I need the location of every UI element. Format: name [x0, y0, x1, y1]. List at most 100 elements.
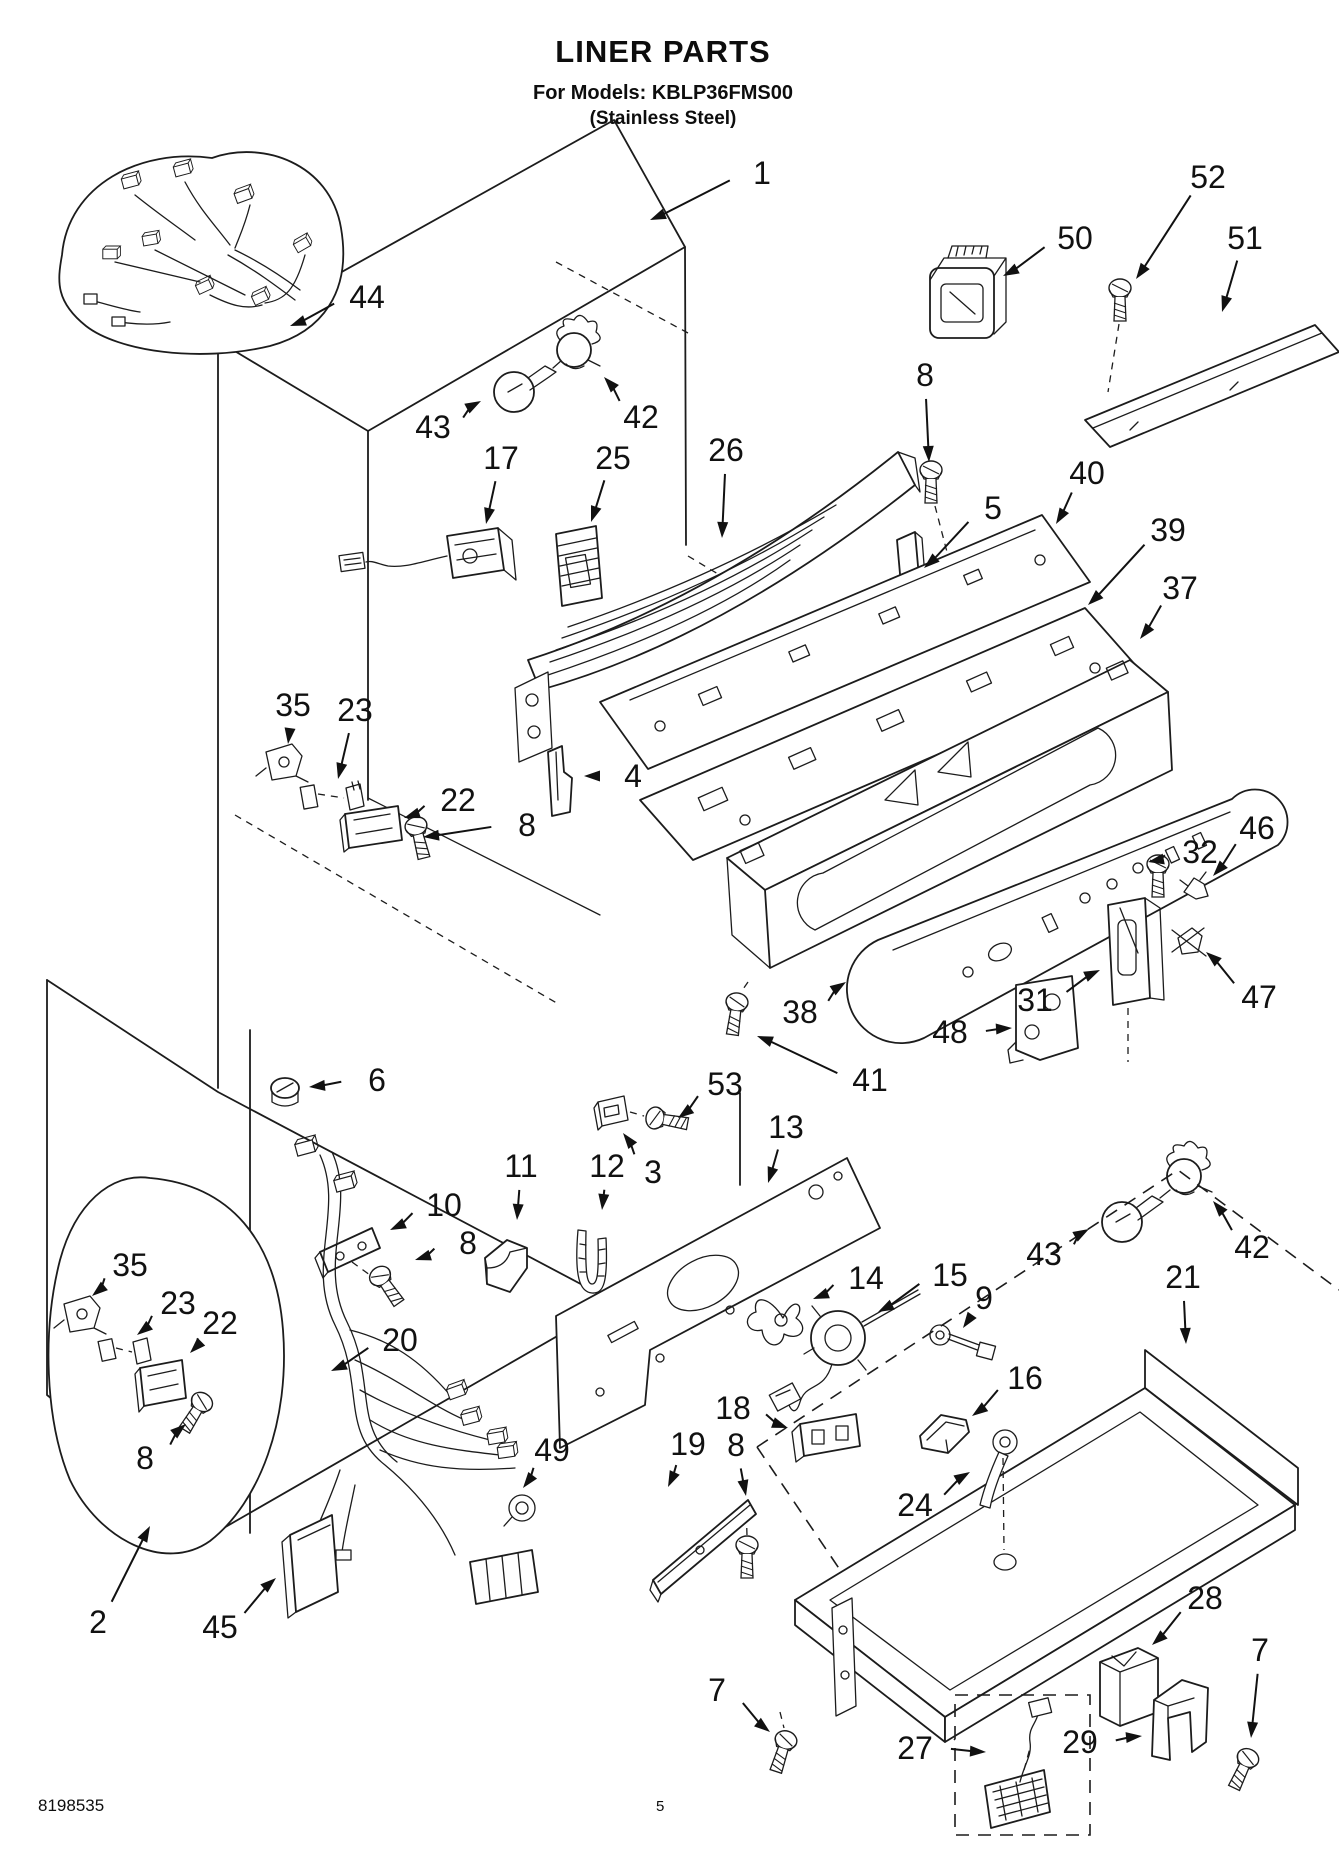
callout-label-5: 5	[984, 490, 1002, 526]
callout-label-21: 21	[1165, 1259, 1201, 1295]
callout-label-41: 41	[852, 1062, 888, 1098]
callout-label-9: 9	[975, 1280, 993, 1316]
callout-23: 23	[336, 692, 373, 779]
connector-23-bottom	[97, 1337, 152, 1365]
screw-7-right	[1223, 1744, 1263, 1794]
callout-label-19: 19	[670, 1426, 706, 1462]
clip-46	[1179, 871, 1209, 900]
callout-7: 7	[1247, 1632, 1269, 1738]
callout-44: 44	[290, 279, 385, 326]
light-bulb-43-top	[493, 359, 563, 413]
callout-label-53: 53	[707, 1066, 743, 1102]
callout-label-2: 2	[89, 1604, 107, 1640]
clip-29	[1151, 1679, 1209, 1761]
callout-6: 6	[309, 1062, 386, 1098]
callout-label-12: 12	[589, 1148, 625, 1184]
callout-label-8: 8	[136, 1440, 154, 1476]
block-28	[1099, 1647, 1159, 1727]
wire-harness-20	[293, 1134, 539, 1605]
tube-24	[979, 1429, 1018, 1551]
callout-24: 24	[897, 1472, 970, 1523]
callout-label-24: 24	[897, 1487, 933, 1523]
document-number: 8198535	[38, 1796, 105, 1815]
grille-strip-26	[514, 451, 921, 763]
callout-47: 47	[1206, 952, 1277, 1015]
callout-37: 37	[1140, 570, 1198, 639]
screw-41	[720, 981, 750, 1037]
clip-3	[593, 1095, 645, 1131]
callout-label-44: 44	[349, 279, 385, 315]
callout-label-13: 13	[768, 1109, 804, 1145]
latch-31	[1107, 897, 1165, 1062]
callout-label-42: 42	[623, 399, 659, 435]
callout-23: 23	[137, 1285, 196, 1335]
callout-label-26: 26	[708, 432, 744, 468]
callout-25: 25	[591, 440, 631, 522]
callout-label-8: 8	[518, 807, 536, 843]
callout-14: 14	[813, 1260, 884, 1299]
bracket-48	[1007, 975, 1079, 1064]
callout-43: 43	[415, 401, 481, 445]
clip-47	[1171, 927, 1207, 957]
callout-22: 22	[404, 782, 476, 819]
callout-label-39: 39	[1150, 512, 1186, 548]
cover-panel-51	[1084, 324, 1339, 448]
callout-4: 4	[584, 758, 642, 794]
connector-23-mid	[299, 780, 365, 811]
callout-label-40: 40	[1069, 455, 1105, 491]
callout-label-27: 27	[897, 1730, 933, 1766]
wire-harness-44	[83, 158, 314, 327]
callout-42: 42	[604, 377, 659, 435]
callout-label-47: 47	[1241, 979, 1277, 1015]
callout-label-25: 25	[595, 440, 631, 476]
relay-22-bottom	[134, 1359, 187, 1413]
callout-label-35: 35	[112, 1247, 148, 1283]
callout-label-50: 50	[1057, 220, 1093, 256]
callout-label-17: 17	[483, 440, 519, 476]
callout-41: 41	[757, 1036, 888, 1098]
relay-50	[929, 245, 1007, 339]
callout-11: 11	[504, 1148, 538, 1220]
callout-8: 8	[415, 1225, 477, 1261]
callout-45: 45	[202, 1578, 276, 1645]
callout-31: 31	[1017, 970, 1100, 1018]
callout-49: 49	[523, 1432, 570, 1488]
tray-21	[794, 1349, 1299, 1743]
callout-12: 12	[589, 1148, 625, 1210]
callout-label-3: 3	[644, 1154, 662, 1190]
callout-label-45: 45	[202, 1609, 238, 1645]
callout-label-51: 51	[1227, 220, 1263, 256]
callout-19: 19	[668, 1426, 706, 1487]
callout-8: 8	[136, 1424, 186, 1476]
callout-20: 20	[331, 1322, 418, 1371]
callout-label-6: 6	[368, 1062, 386, 1098]
callout-label-32: 32	[1182, 834, 1218, 870]
callout-16: 16	[972, 1360, 1043, 1416]
callout-label-14: 14	[848, 1260, 884, 1296]
screw-53	[643, 1104, 691, 1136]
bracket-11	[484, 1239, 528, 1293]
callout-label-16: 16	[1007, 1360, 1043, 1396]
callout-label-8: 8	[727, 1427, 745, 1463]
grommet-49	[503, 1494, 536, 1527]
finish-line: (Stainless Steel)	[589, 108, 737, 129]
callout-26: 26	[708, 432, 744, 538]
callout-17: 17	[483, 440, 519, 524]
models-line: For Models: KBLP36FMS00	[532, 82, 794, 104]
callout-label-38: 38	[782, 994, 818, 1030]
callout-label-48: 48	[932, 1014, 968, 1050]
bracket-18	[791, 1413, 861, 1463]
callout-label-7: 7	[708, 1672, 726, 1708]
callout-27: 27	[897, 1730, 986, 1766]
callout-label-10: 10	[426, 1187, 462, 1223]
callout-50: 50	[1003, 220, 1093, 276]
callout-8: 8	[916, 357, 934, 462]
cover-45	[281, 1514, 339, 1619]
callout-label-11: 11	[504, 1148, 537, 1184]
callout-label-15: 15	[932, 1257, 968, 1293]
access-panel-13	[555, 1092, 881, 1449]
callout-label-23: 23	[160, 1285, 196, 1321]
